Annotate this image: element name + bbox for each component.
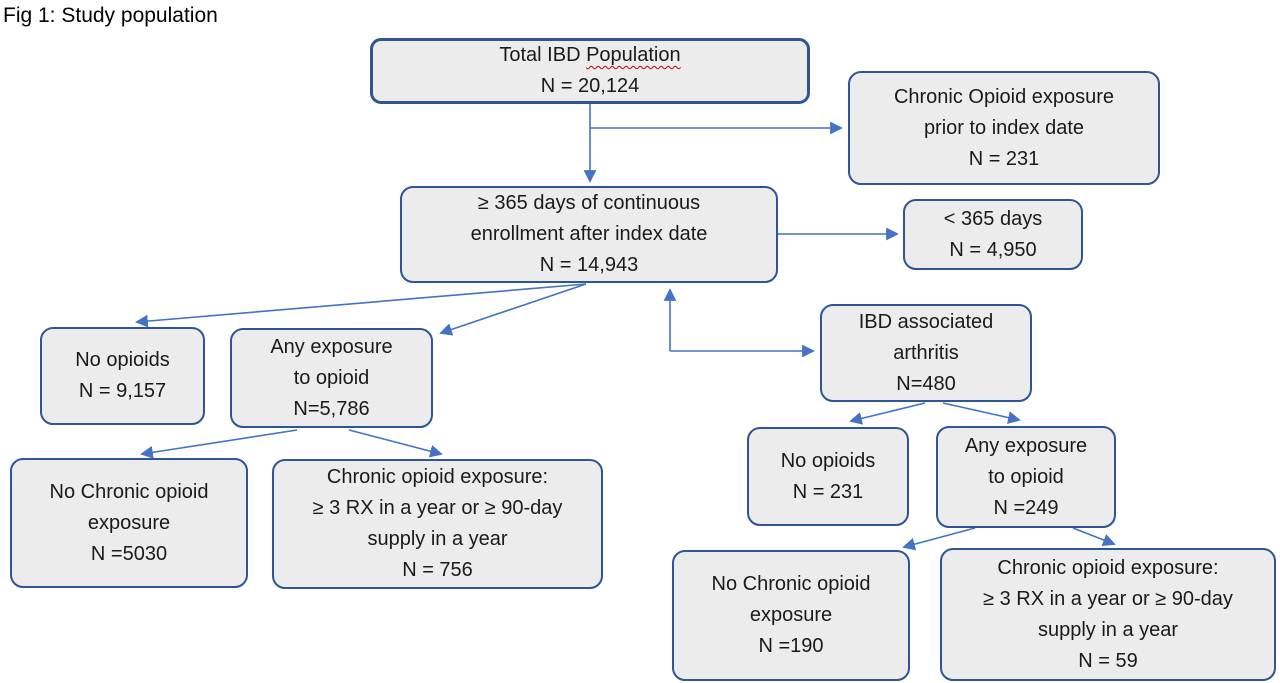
node-count: N = 59	[1078, 649, 1138, 672]
node-label-text: Total IBD	[499, 44, 581, 66]
node-count: N =5030	[90, 542, 168, 565]
node-label: ≥ 3 RX in a year or ≥ 90-day	[983, 587, 1233, 610]
node-label: Chronic Opioid exposure	[893, 85, 1115, 108]
node-label: IBD associated	[858, 310, 994, 333]
connector-enroll365-to-any-exposure-left	[439, 283, 587, 336]
node-count: N = 20,124	[540, 75, 640, 97]
node-count: N=480	[896, 372, 956, 395]
node-label: Any exposure	[964, 434, 1088, 457]
node-ibd-associated-arthritis: IBD associated arthritis N=480	[820, 304, 1032, 402]
connector-ibd-to-no-opioids-right	[849, 402, 926, 425]
node-label: supply in a year	[1037, 618, 1179, 641]
node-label: Chronic opioid exposure:	[326, 466, 549, 488]
node-chronic-exposure-right: Chronic opioid exposure: ≥ 3 RX in a yea…	[940, 548, 1276, 681]
node-total-ibd-population: Total IBD Population N = 20,124	[370, 38, 810, 104]
node-label-misspelled-word: Population	[586, 44, 681, 66]
node-count: N =249	[993, 496, 1059, 519]
connector-enroll365-to-no-opioids-left	[135, 283, 587, 328]
node-label: arthritis	[893, 341, 959, 364]
node-chronic-exposure-left: Chronic opioid exposure: ≥ 3 RX in a yea…	[272, 459, 603, 589]
connector-any-left-to-no-chronic-left	[140, 429, 298, 459]
node-label: enrollment after index date	[470, 223, 708, 245]
node-label: supply in a year	[367, 528, 508, 550]
node-no-opioids-left: No opioids N = 9,157	[40, 327, 205, 425]
node-label: No opioids	[780, 449, 876, 472]
node-label: to opioid	[293, 366, 370, 389]
node-count: N = 14,943	[539, 254, 639, 276]
node-count: N = 231	[792, 480, 864, 503]
node-label: Chronic opioid exposure:	[997, 556, 1219, 579]
node-any-exposure-left: Any exposure to opioid N=5,786	[230, 328, 433, 428]
node-any-exposure-right: Any exposure to opioid N =249	[936, 426, 1116, 528]
node-count: N=5,786	[293, 397, 370, 420]
node-chronic-opioid-prior: Chronic Opioid exposure prior to index d…	[848, 71, 1160, 185]
node-365-days-enrollment: ≥ 365 days of continuous enrollment afte…	[400, 186, 778, 283]
node-label: prior to index date	[923, 116, 1085, 139]
node-less-than-365-days: < 365 days N = 4,950	[903, 199, 1083, 270]
node-label: No Chronic opioid	[49, 480, 209, 503]
node-label: No opioids	[75, 349, 170, 371]
node-no-chronic-exposure-left: No Chronic opioid exposure N =5030	[10, 458, 248, 588]
node-label: ≥ 365 days of continuous	[477, 192, 701, 214]
node-label: exposure	[749, 604, 833, 626]
node-label: Any exposure	[270, 335, 393, 358]
connector-any-right-to-no-chronic-right	[902, 527, 976, 551]
node-count: N =190	[758, 635, 824, 657]
node-label: Total IBD Population	[383, 40, 797, 71]
connector-any-right-to-chronic-right	[1072, 527, 1116, 547]
node-label: No Chronic opioid	[711, 573, 871, 595]
node-count: N = 9,157	[78, 380, 167, 402]
node-no-chronic-exposure-right: No Chronic opioid exposure N =190	[672, 550, 910, 681]
node-label: to opioid	[988, 465, 1064, 488]
connector-any-left-to-chronic-left	[348, 429, 443, 458]
node-count: N = 4,950	[949, 238, 1037, 261]
node-label: exposure	[87, 511, 171, 534]
node-count: N = 231	[968, 147, 1040, 170]
node-no-opioids-right: No opioids N = 231	[747, 427, 909, 526]
connector-ibd-to-any-exposure-right	[942, 402, 1021, 424]
figure-title: Fig 1: Study population	[3, 4, 218, 27]
node-label: < 365 days	[943, 207, 1043, 230]
node-count: N = 756	[402, 559, 473, 581]
node-label: ≥ 3 RX in a year or ≥ 90-day	[312, 497, 563, 519]
